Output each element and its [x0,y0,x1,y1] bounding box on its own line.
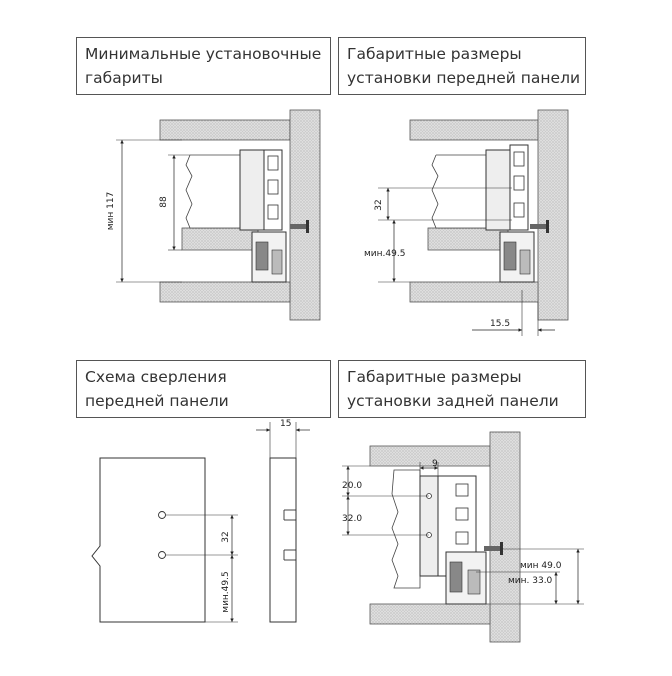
side-wall [537,109,569,321]
caption-line: Минимальные установочные [85,45,322,63]
caption-front-drilling: Схема сверления передней панели [76,360,331,418]
dim-offset: 15.5 [490,319,510,329]
dim-hole-spacing: 32 [221,531,231,542]
panel-min-installation: мин 117 88 [106,109,321,321]
top-board [369,445,491,467]
dim-hole-spacing: 32 [374,199,384,210]
caption-line: передней панели [85,392,229,410]
profile-slot [267,204,279,220]
profile-slot [267,179,279,195]
caption-back-panel-dims: Габаритные размеры установки задней пане… [338,360,586,418]
dim-min-height-a: мин 49.0 [520,561,562,571]
runner-detail [519,249,531,275]
runner-detail [503,241,517,271]
drill-hole [158,511,166,519]
top-board [159,119,291,141]
profile-slot [513,175,525,191]
panel-front-drilling: 32 мин.49.5 15 [91,419,310,623]
drawer-profile-front [263,149,283,231]
front-panel-face [91,457,206,623]
top-board [409,119,539,141]
caption-line: Габаритные размеры [347,368,522,386]
screw-icon [530,220,549,233]
dim-hole-spacing: 32.0 [342,514,362,524]
runner-detail [467,569,481,595]
runner-detail [449,561,463,593]
panel-back-panel-dims: 9 20.0 32.0 мин 49.0 мин. 33.0 [342,431,584,643]
dim-top-offset: 20.0 [342,481,362,491]
dim-overall: мин 117 [106,192,116,231]
break-line [431,154,439,229]
bottom-board [159,281,291,303]
dim-gap: 9 [432,459,438,469]
drawer-profile [419,475,439,577]
dim-height: 88 [159,196,169,208]
break-line [185,154,193,229]
side-wall [489,431,521,643]
dim-min-height-b: мин. 33.0 [508,576,553,586]
bottom-board [369,603,491,625]
dim-min-height: мин.49.5 [364,249,405,259]
caption-front-panel-dims: Габаритные размеры установки передней па… [338,37,586,95]
drawer-profile [485,149,511,231]
screw-icon [484,542,503,555]
panel-front-panel-dims: 32 мин.49.5 15.5 [364,109,569,336]
caption-line: Габаритные размеры [347,45,522,63]
dim-thickness: 15 [280,419,291,429]
caption-line: установки задней панели [347,392,559,410]
drawer-bottom [427,227,509,251]
drill-hole [158,551,166,559]
profile-slot [513,202,525,218]
runner-detail [255,241,269,271]
caption-line: Схема сверления [85,368,227,386]
profile-slot [455,531,469,545]
dim-min-height: мин.49.5 [221,571,231,612]
caption-line: установки передней панели [347,69,581,87]
profile-slot [513,151,525,167]
drawer-profile [239,149,265,231]
back-panel [391,469,421,589]
drawer-side [436,154,487,229]
front-panel-section [269,457,297,623]
profile-slot [267,155,279,171]
drawer-bottom [181,227,259,251]
profile-slot [455,483,469,497]
screw-icon [290,220,309,233]
profile-slot [455,507,469,521]
caption-line: габариты [85,69,163,87]
bottom-board [409,281,539,303]
caption-min-installation: Минимальные установочные габариты [76,37,331,95]
runner-detail [271,249,283,275]
side-wall [289,109,321,321]
drawer-side [190,154,241,229]
